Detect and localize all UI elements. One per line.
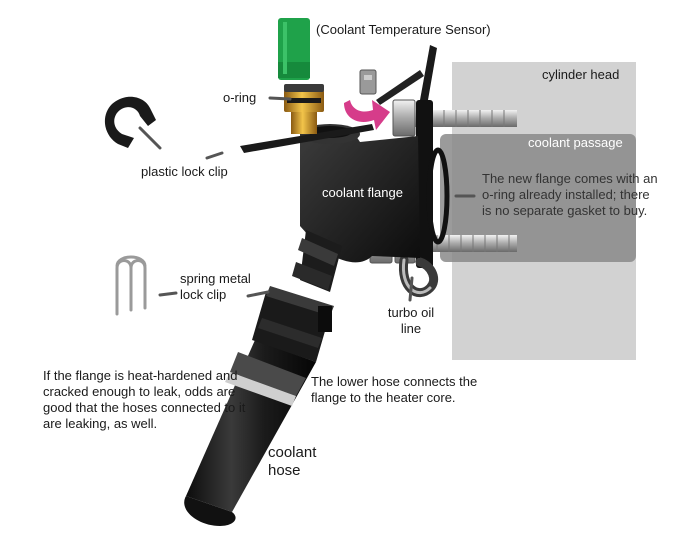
cylinder-head-label: cylinder head [542,67,620,82]
coolant-passage-region [440,134,636,262]
turbo-oil-line-label: turbo oil line [387,305,435,336]
flange-o-ring [426,147,450,245]
coolant-temperature-sensor [278,18,324,134]
hose-quick-connector [252,286,334,362]
coolant-flange-body [300,130,420,263]
coolant-passage-label: coolant passage [528,135,623,150]
o-ring-label: o-ring [223,90,257,105]
sensor-label: (Coolant Temperature Sensor) [316,22,491,37]
sensor-small-part [359,69,377,95]
mounting-bracket [420,45,437,100]
sensor-mount-plate [240,124,374,153]
bracket-arm [376,70,424,105]
spring-metal-clip-icon [115,255,147,316]
plastic-lock-clip-icon [104,96,156,148]
coolant-flange-label: coolant flange [322,185,403,200]
spring-metal-lock-clip-label: spring metal lock clip [180,271,251,302]
coolant-hose [184,340,316,526]
leader-lines [138,96,476,302]
plastic-lock-clip-label: plastic lock clip [141,164,228,179]
left-note: If the flange is heat-hardened and crack… [43,368,246,431]
install-arrow-icon [344,100,390,130]
coolant-hose-label: coolant hose [268,444,317,479]
flange-lower-outlet [292,230,342,292]
lower-hose-note: The lower hose connects the flange to th… [311,374,478,405]
flange-note: The new flange comes with an o-ring alre… [482,171,658,218]
